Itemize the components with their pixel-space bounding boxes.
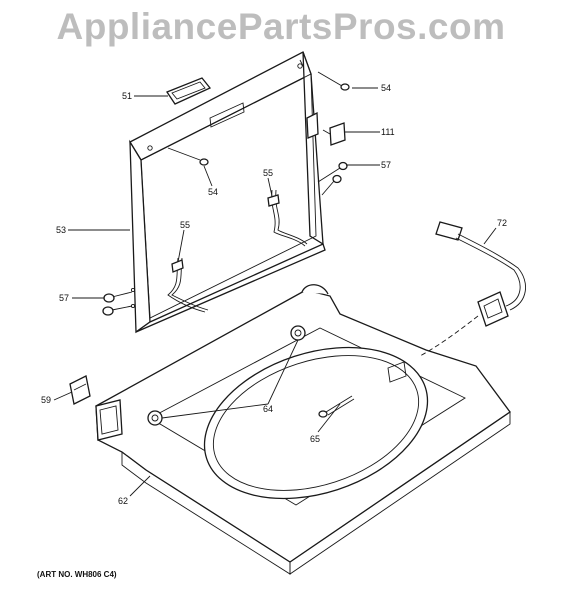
pin-top xyxy=(317,71,350,91)
callout-55-lower: 55 xyxy=(180,220,190,230)
callout-54-top: 54 xyxy=(381,83,391,93)
callout-57-right: 57 xyxy=(381,160,391,170)
pin-left xyxy=(167,147,209,166)
top-panel xyxy=(95,284,511,575)
switch-cover xyxy=(166,77,212,105)
bushing-right xyxy=(290,325,306,341)
lid-switch-harness xyxy=(419,221,526,357)
watermark: AppliancePartsPros.com xyxy=(56,6,506,47)
callout-54-left: 54 xyxy=(208,187,218,197)
lid-wire-upper xyxy=(267,189,308,247)
callout-111: 111 xyxy=(381,127,395,137)
screws-left xyxy=(102,291,133,316)
callout-62: 62 xyxy=(118,496,128,506)
screws-right xyxy=(317,161,348,196)
bracket-111 xyxy=(322,122,346,146)
callout-57-left: 57 xyxy=(59,293,69,303)
bushing-left xyxy=(147,410,163,426)
callout-64: 64 xyxy=(263,404,273,414)
art-number: (ART NO. WH806 C4) xyxy=(37,570,117,579)
screw-65 xyxy=(318,395,355,418)
callout-65: 65 xyxy=(310,434,320,444)
callout-53: 53 xyxy=(56,225,66,235)
lid-wire-lower xyxy=(167,257,209,313)
callout-59: 59 xyxy=(41,395,51,405)
leader-lines xyxy=(53,87,497,497)
lid-frame xyxy=(129,51,326,334)
callout-51: 51 xyxy=(122,91,132,101)
callout-72: 72 xyxy=(497,218,507,228)
clip-59 xyxy=(69,375,91,405)
callout-55-upper: 55 xyxy=(263,168,273,178)
